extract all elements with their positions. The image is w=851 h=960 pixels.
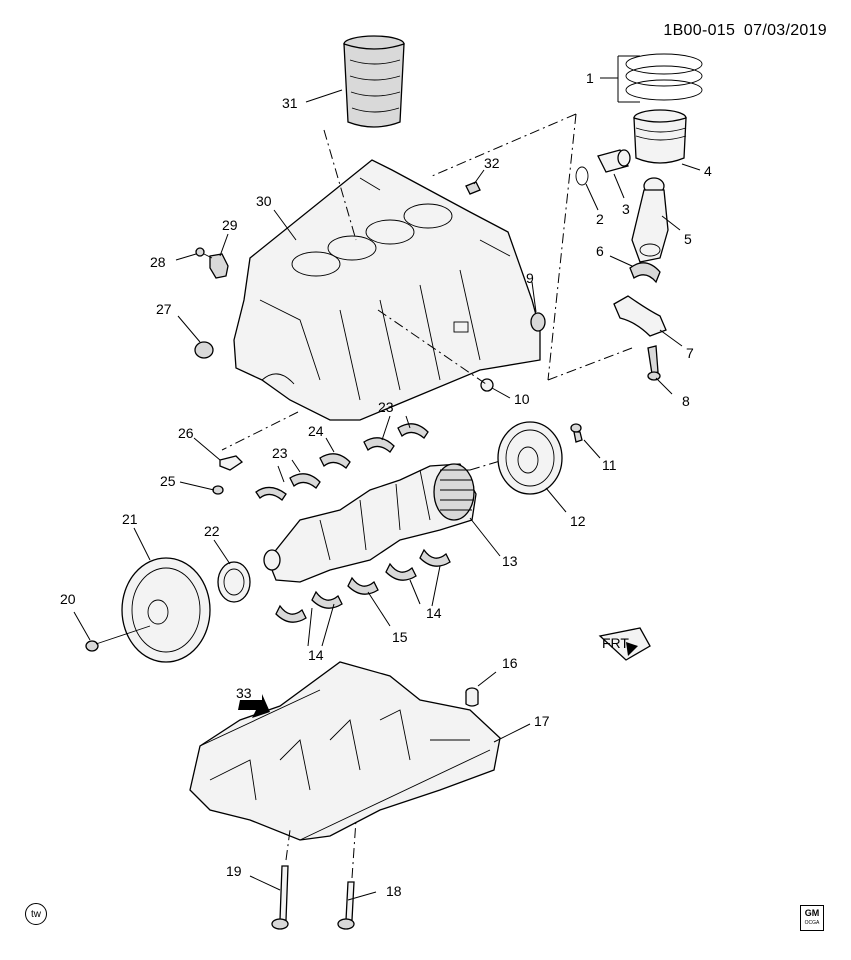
cylinder-liner[interactable]	[343, 35, 405, 128]
bracket-26[interactable]	[219, 455, 244, 471]
tw-badge-icon: tw	[25, 903, 47, 925]
callout-26: 26	[178, 425, 194, 441]
callout-23a: 23	[272, 445, 288, 461]
bolt-11[interactable]	[570, 423, 583, 443]
callout-3: 3	[622, 201, 630, 217]
front-seal[interactable]	[217, 561, 251, 603]
crankshaft-pulley[interactable]	[121, 557, 211, 663]
pin-retainer[interactable]	[575, 166, 589, 186]
callout-30: 30	[256, 193, 272, 209]
callout-6: 6	[596, 243, 604, 259]
bolt-28[interactable]	[195, 247, 213, 259]
diagram-date: 07/03/2019	[743, 22, 827, 39]
callout-33: 33	[236, 685, 252, 701]
callout-2: 2	[596, 211, 604, 227]
engine-block[interactable]	[233, 159, 541, 421]
pulley-bolt[interactable]	[85, 625, 151, 652]
rod-bolt[interactable]	[647, 345, 661, 381]
callout-16: 16	[502, 655, 518, 671]
callout-5: 5	[684, 231, 692, 247]
callout-28: 28	[150, 254, 166, 270]
callout-18: 18	[386, 883, 402, 899]
callout-labels: 1 2 3 4 5 6 7 8 9 10 11 12 13 14 14 15 1…	[60, 55, 712, 901]
callout-8: 8	[682, 393, 690, 409]
callout-14a: 14	[426, 605, 442, 621]
lower-main-bearings[interactable]	[275, 548, 451, 623]
diagram-reference: 1B00-015 07/03/2019	[659, 22, 827, 40]
gm-logo-mark: GM	[804, 908, 820, 918]
bolt-19[interactable]	[271, 865, 289, 930]
callout-19: 19	[226, 863, 242, 879]
plug-9[interactable]	[530, 312, 546, 332]
plug-27[interactable]	[194, 341, 214, 359]
callout-32: 32	[484, 155, 500, 171]
upper-main-bearings[interactable]	[255, 423, 429, 501]
gm-logo-sub: OCGA	[804, 920, 820, 926]
plug-10[interactable]	[480, 378, 494, 392]
piston-pin[interactable]	[597, 149, 631, 173]
crankshaft[interactable]	[263, 463, 477, 583]
piston[interactable]	[633, 109, 687, 164]
diagram-id: 1B00-015	[663, 22, 736, 39]
gm-logo-icon: GM OCGA	[800, 905, 824, 931]
callout-7: 7	[686, 345, 694, 361]
connecting-rod[interactable]	[631, 177, 669, 263]
front-label: FRT	[602, 635, 629, 651]
dowel-16[interactable]	[465, 687, 479, 707]
direction-arrow-icon	[238, 694, 270, 718]
callout-1: 1	[586, 70, 594, 86]
callout-12: 12	[570, 513, 586, 529]
callout-31: 31	[282, 95, 298, 111]
callout-11: 11	[602, 457, 617, 473]
rod-bearing[interactable]	[629, 262, 661, 284]
callout-23b: 23	[378, 399, 394, 415]
tw-badge-label: tw	[31, 908, 41, 920]
callout-20: 20	[60, 591, 76, 607]
callout-15: 15	[392, 629, 408, 645]
bolt-25[interactable]	[212, 485, 224, 495]
callout-25: 25	[160, 473, 176, 489]
sensor-29[interactable]	[209, 253, 229, 279]
piston-rings[interactable]	[625, 53, 703, 101]
bolt-18[interactable]	[337, 881, 355, 930]
callout-21: 21	[122, 511, 138, 527]
rod-cap[interactable]	[613, 295, 667, 337]
callout-24: 24	[308, 423, 324, 439]
callout-29: 29	[222, 217, 238, 233]
callout-17: 17	[534, 713, 550, 729]
callout-4: 4	[704, 163, 712, 179]
plug-32[interactable]	[465, 181, 481, 195]
callout-27: 27	[156, 301, 172, 317]
callout-13: 13	[502, 553, 518, 569]
front-arrow-icon: FRT	[598, 627, 651, 661]
callout-14b: 14	[308, 647, 324, 663]
flexplate[interactable]	[497, 421, 563, 495]
callout-22: 22	[204, 523, 220, 539]
callout-9: 9	[526, 270, 534, 286]
callout-10: 10	[514, 391, 530, 407]
